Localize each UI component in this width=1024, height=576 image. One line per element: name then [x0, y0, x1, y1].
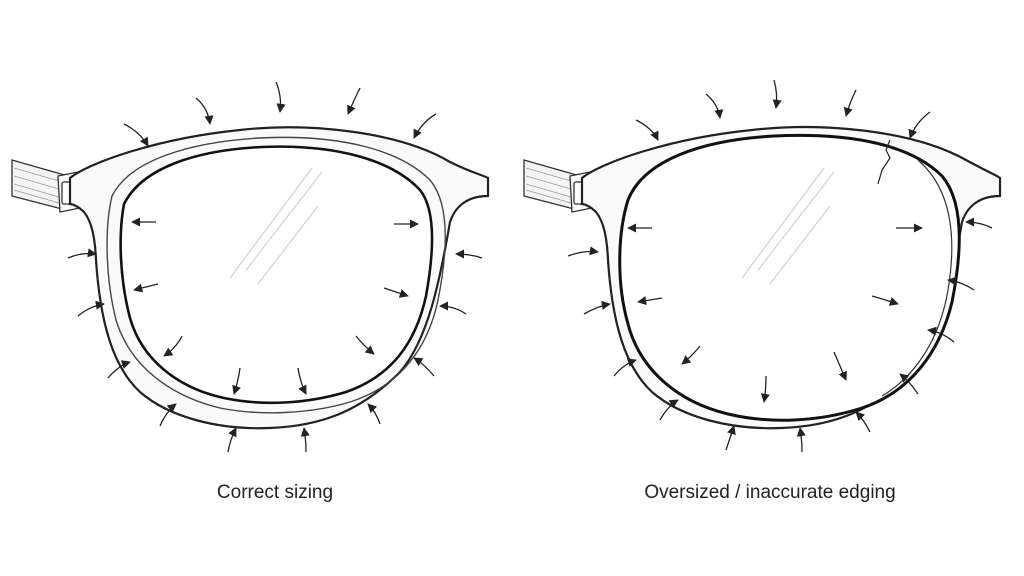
arrow-icon [227, 427, 237, 453]
arrow-icon [760, 375, 770, 403]
arrow-icon [455, 249, 483, 259]
frame-crack [877, 139, 891, 185]
arrow-group-right [567, 79, 993, 453]
arrow-icon [439, 301, 467, 315]
arrow-icon [725, 425, 736, 451]
caption-oversized-edging: Oversized / inaccurate edging [644, 482, 896, 503]
arrow-icon [855, 411, 871, 433]
lens-glare [741, 167, 835, 285]
arrow-icon [637, 296, 663, 306]
arrow-icon [659, 399, 679, 421]
arrow-icon [796, 427, 806, 453]
arrow-icon [300, 427, 310, 453]
arrow-icon [77, 300, 105, 317]
arrow-icon [347, 87, 361, 115]
arrow-icon [232, 367, 241, 395]
panel-correct-sizing [11, 81, 490, 453]
arrow-icon [681, 345, 701, 365]
arrow-icon [613, 358, 637, 377]
arrow-icon [67, 248, 97, 259]
arrow-icon [908, 111, 931, 139]
arrow-icon [355, 335, 375, 355]
lens [119, 145, 434, 405]
arrow-icon [107, 360, 131, 379]
caption-correct-sizing: Correct sizing [216, 482, 334, 503]
arrow-icon [567, 246, 599, 257]
arrow-icon [927, 326, 955, 343]
panel-oversized [523, 79, 1002, 453]
arrow-icon [871, 295, 899, 306]
arrow-icon [833, 351, 847, 381]
frame-rim-inner [106, 136, 447, 414]
lens-glare [229, 167, 323, 285]
arrow-icon [133, 283, 159, 293]
arrow-icon [383, 287, 409, 298]
arrow-icon [635, 119, 659, 141]
arrow-icon [583, 300, 611, 315]
lens-oversized [618, 133, 961, 422]
arrow-icon [367, 403, 381, 425]
arrow-icon [843, 89, 857, 117]
arrow-icon [413, 357, 435, 377]
arrow-icon [965, 217, 993, 229]
arrow-icon [163, 335, 183, 357]
arrow-icon [275, 81, 286, 113]
arrow-icon [772, 79, 782, 109]
arrow-icon [123, 123, 149, 147]
arrow-group-left [67, 81, 483, 453]
arrow-icon [297, 367, 307, 395]
arrow-icon [899, 373, 919, 395]
arrow-icon [195, 97, 214, 125]
arrow-icon [705, 93, 724, 119]
arrow-icon [947, 276, 975, 291]
lens-edge-double [881, 159, 953, 397]
arrow-icon [159, 403, 177, 427]
arrow-icon [413, 113, 437, 139]
